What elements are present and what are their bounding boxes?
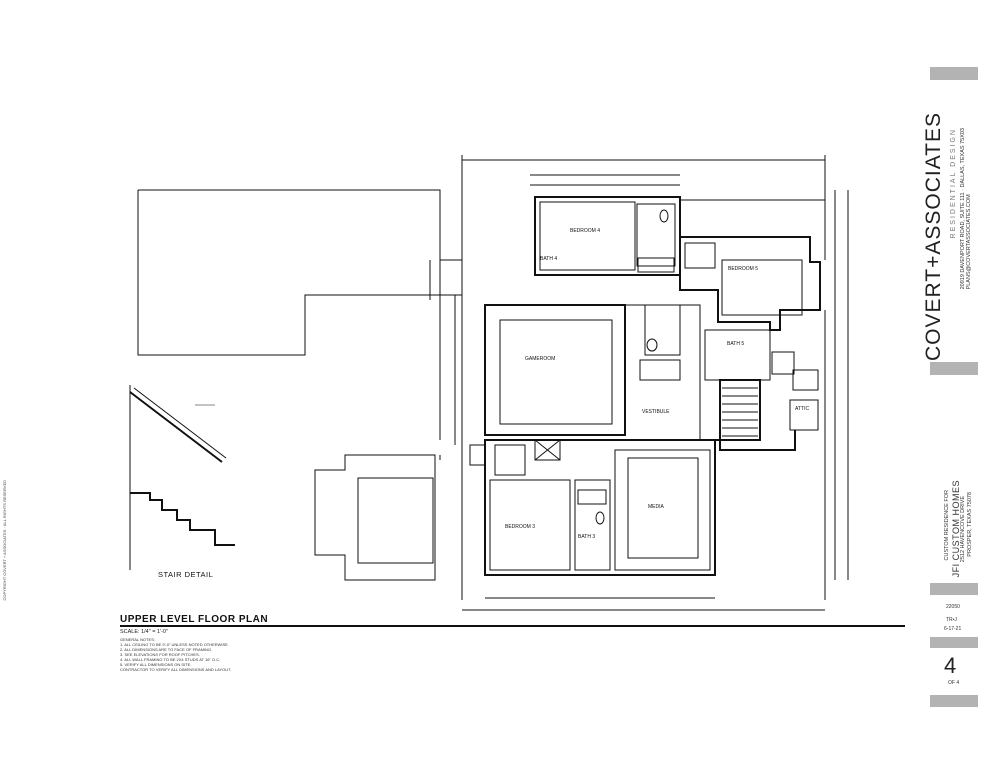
note-line: GENERAL NOTES:: [120, 637, 155, 642]
plan-title: UPPER LEVEL FLOOR PLAN: [120, 614, 269, 625]
stair-treads: [722, 387, 758, 437]
company-subtitle: RESIDENTIAL DESIGN: [950, 128, 957, 239]
label-media: MEDIA: [648, 504, 665, 510]
wall-bedroom4: [534, 196, 681, 276]
label-bedroom3: BEDROOM 3: [505, 524, 535, 530]
toilet-bath4: [659, 209, 669, 223]
wall-gameroom: [484, 304, 626, 436]
client-address-1: 2512 HAVENCOVE DRIVE: [960, 496, 966, 563]
drawn-by: TR•J: [946, 617, 957, 623]
note-line: CONTRACTOR TO VERIFY ALL DIMENSIONS AND …: [120, 667, 232, 672]
room-bath3: [574, 479, 611, 571]
wall-bedroom5: [679, 236, 821, 331]
lower-roof-inner: [357, 477, 434, 564]
sheet-number: 4: [944, 653, 957, 678]
stair-well: [719, 379, 761, 441]
stair-detail-title: STAIR DETAIL: [158, 570, 214, 579]
company-address: 20919 DAVENPORT ROAD, SUITE 111 · DALLAS…: [960, 128, 972, 289]
note-line: 4. ALL WALL FRAMING TO BE 2X4 STUDS AT 1…: [120, 657, 221, 662]
label-gameroom: GAMEROOM: [525, 356, 555, 362]
title-block-bar-2: [930, 362, 978, 375]
attic-access-1: [792, 369, 819, 391]
client-address-2: PROSPER, TEXAS 75078: [967, 492, 973, 557]
job-number: 22050: [946, 604, 960, 610]
label-attic: ATTIC: [795, 406, 809, 412]
wall-vestibule: [625, 304, 701, 441]
note-line: 5. VERIFY ALL DIMENSIONS ON SITE.: [120, 662, 192, 667]
tub-bath4: [637, 257, 675, 273]
title-block-bar-top: [930, 67, 978, 80]
title-block-bar-bottom: [930, 695, 978, 707]
ac-closet: [534, 439, 561, 461]
title-block-bar-4: [930, 637, 978, 648]
room-bath5: [704, 329, 771, 381]
stair-detail-drawing: [129, 385, 235, 570]
drawing-date: 6-17-21: [944, 626, 962, 632]
toilet-hall: [646, 338, 658, 352]
left-roof-outline: [137, 189, 463, 356]
closet-bedroom5: [684, 242, 716, 269]
wall-lower-wing: [484, 439, 716, 576]
attic-room: [789, 399, 819, 431]
toilet-bath3: [595, 511, 605, 525]
title-block-bar-3: [930, 583, 978, 595]
label-vestibule: VESTIBULE: [642, 409, 670, 415]
wall-media: [614, 449, 711, 571]
sheet-of: OF 4: [948, 680, 960, 686]
note-line: 1. ALL CEILING TO BE 9'-0" UNLESS NOTED …: [120, 642, 229, 647]
label-bedroom4: BEDROOM 4: [570, 228, 600, 234]
label-bath3: BATH 3: [578, 534, 595, 540]
label-bedroom5: BEDROOM 5: [728, 266, 758, 272]
room-bedroom3: [489, 479, 571, 571]
general-notes: GENERAL NOTES: 1. ALL CEILING TO BE 9'-0…: [120, 637, 231, 672]
mech-bath3: [469, 444, 486, 466]
room-gameroom: [499, 319, 613, 425]
room-bedroom4: [539, 201, 636, 271]
tub-bath3: [577, 489, 607, 505]
label-bath5: BATH 5: [727, 341, 744, 347]
room-bath4: [636, 203, 676, 267]
label-bath4: BATH 4: [540, 256, 557, 262]
closet-bedroom3: [494, 444, 526, 476]
plan-scale: SCALE: 1/4" = 1'-0": [120, 629, 168, 635]
room-media: [627, 457, 699, 559]
address-line-2: PLANS@COVERTASSOCIATES.COM: [966, 194, 972, 290]
note-line: 2. ALL DIMENSIONS ARE TO FACE OF FRAMING…: [120, 647, 213, 652]
bath-hall: [644, 304, 681, 356]
company-name: COVERT+ASSOCIATES: [922, 112, 945, 362]
lower-roof-outline: [314, 454, 436, 581]
bath5-fixture: [771, 351, 795, 375]
client-prefix: CUSTOM RESIDENCE FOR: [944, 490, 950, 561]
room-bedroom5: [721, 259, 803, 316]
hall-closet: [639, 359, 681, 381]
note-line: 3. SEE ELEVATIONS FOR ROOF PITCHES.: [120, 652, 200, 657]
